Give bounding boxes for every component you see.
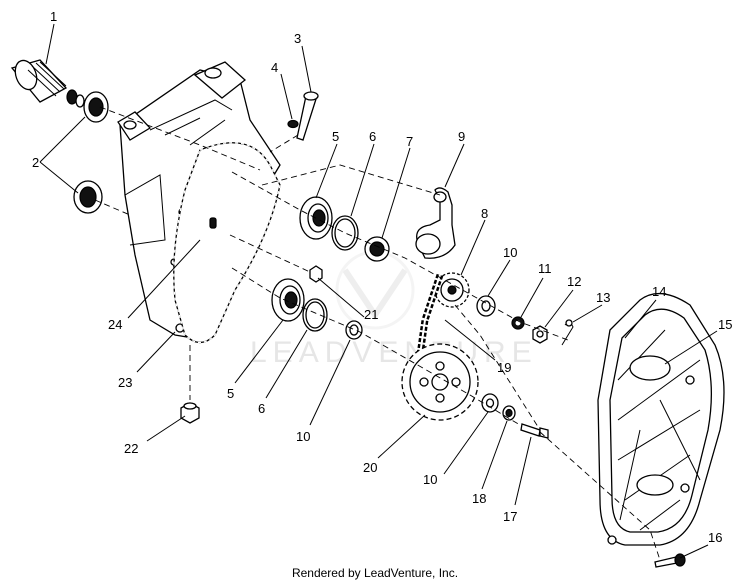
- washer-part-10-lower: [481, 393, 499, 413]
- bearing-part-5-lower: [271, 278, 305, 322]
- seal-part-2-lower: [73, 180, 103, 214]
- callout-23: 23: [118, 375, 132, 390]
- snap-ring-part-6-lower: [302, 298, 328, 332]
- sprocket-part-20: [401, 343, 479, 421]
- callout-15: 15: [718, 317, 732, 332]
- cover-part-14: [597, 293, 725, 546]
- callout-19: 19: [497, 360, 511, 375]
- nut-part-22: [180, 402, 200, 424]
- callout-10-lower: 10: [423, 472, 437, 487]
- callout-3: 3: [294, 31, 301, 46]
- chain-part-19: [416, 273, 444, 356]
- chain-part-23: [173, 142, 281, 344]
- callout-17: 17: [503, 509, 517, 524]
- callout-1: 1: [50, 9, 57, 24]
- seal-part-2-upper: [83, 91, 109, 123]
- callout-20: 20: [363, 460, 377, 475]
- render-credit: Rendered by LeadVenture, Inc.: [291, 566, 459, 580]
- callout-2: 2: [32, 155, 39, 170]
- callout-24: 24: [108, 317, 122, 332]
- callout-10-middle: 10: [296, 429, 310, 444]
- callout-18: 18: [472, 491, 486, 506]
- screw-part-16: [654, 553, 686, 568]
- snap-ring-part-6-upper: [331, 215, 359, 251]
- washer-part-10-upper: [476, 295, 496, 317]
- callout-21: 21: [364, 307, 378, 322]
- callout-16: 16: [708, 530, 722, 545]
- spacer-part-7: [364, 236, 390, 262]
- callout-labels: 1 2 3 4 5 6 7 9 8 10 11 12 13 14 15 21 2…: [32, 9, 732, 545]
- callout-10-upper: 10: [503, 245, 517, 260]
- callout-8: 8: [481, 206, 488, 221]
- nut-part-12: [532, 325, 548, 344]
- washer-part-4: [287, 119, 299, 129]
- callout-4: 4: [271, 60, 278, 75]
- washer-part-10-middle: [345, 320, 363, 340]
- callout-5-upper: 5: [332, 129, 339, 144]
- tensioner-arm-part-9: [415, 187, 456, 259]
- dowel-pin-part-24: [209, 217, 217, 229]
- nut-part-21: [309, 265, 323, 283]
- bolt-part-17: [520, 423, 549, 439]
- watermark-text: LEADVENTURE: [250, 336, 538, 369]
- leader-lines: [39, 23, 718, 559]
- callout-22: 22: [124, 441, 138, 456]
- callout-12: 12: [567, 274, 581, 289]
- callout-5-lower: 5: [227, 386, 234, 401]
- callout-9: 9: [458, 129, 465, 144]
- cotter-pin-part-13: [561, 319, 574, 346]
- washer-part-11: [511, 316, 525, 330]
- callout-11: 11: [538, 261, 552, 276]
- bolt-part-3: [296, 91, 319, 141]
- callout-14: 14: [652, 284, 666, 299]
- callout-6-lower: 6: [258, 401, 265, 416]
- sprocket-part-8: [434, 272, 470, 308]
- assembly-center-lines: [94, 106, 661, 561]
- callout-7: 7: [406, 134, 413, 149]
- shaft-part-1: [10, 59, 85, 108]
- callout-13: 13: [596, 290, 610, 305]
- callout-6-upper: 6: [369, 129, 376, 144]
